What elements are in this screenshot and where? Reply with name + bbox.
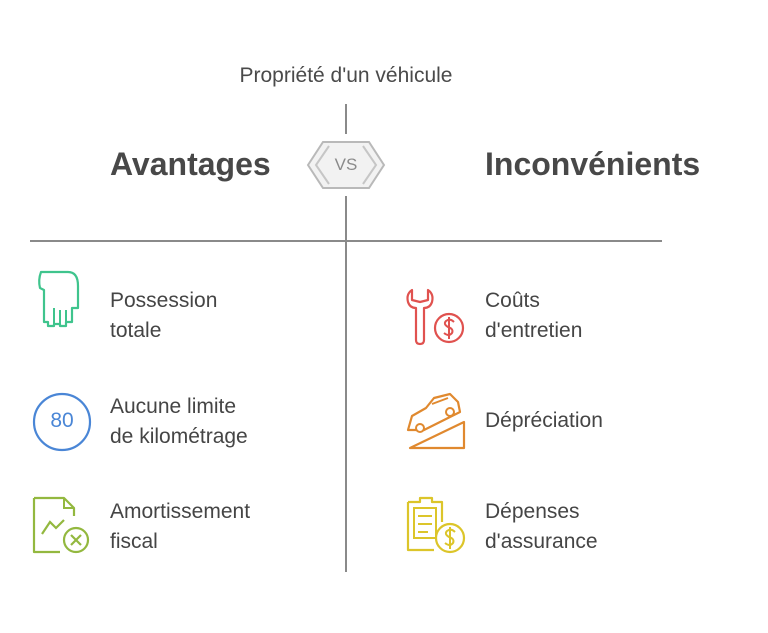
list-item-insurance: Dépenses d'assurance — [485, 497, 598, 557]
disadvantages-title: Inconvénients — [485, 146, 701, 182]
item-line: Dépenses — [485, 500, 580, 523]
list-item-possession: Possession totale — [110, 286, 217, 346]
speed-limit-value: 80 — [50, 409, 74, 432]
list-item-decline: Dépréciation — [485, 406, 603, 436]
list-item-depreciation-tax: Amortissement fiscal — [110, 497, 250, 557]
item-line: d'assurance — [485, 530, 598, 553]
item-line: de kilométrage — [110, 425, 248, 448]
list-item-maintenance: Coûts d'entretien — [485, 286, 582, 346]
vs-badge — [306, 141, 386, 189]
vs-label: VS — [334, 155, 358, 174]
wrench-dollar-icon — [406, 288, 465, 346]
list-item-mileage: Aucune limite de kilométrage — [110, 392, 248, 452]
tax-document-icon — [32, 496, 90, 554]
clipboard-dollar-icon — [406, 496, 466, 554]
speed-limit-icon — [32, 392, 92, 452]
item-line: Aucune limite — [110, 395, 237, 418]
item-line: Amortissement — [110, 500, 251, 523]
item-line: fiscal — [110, 530, 158, 553]
item-line: Coûts — [485, 289, 540, 312]
hand-icon — [38, 270, 80, 328]
item-line: d'entretien — [485, 319, 583, 342]
item-line: totale — [110, 319, 162, 342]
advantages-title: Avantages — [110, 146, 271, 182]
item-line: Dépréciation — [485, 409, 603, 432]
diagram-title: Propriété d'un véhicule — [239, 64, 453, 87]
item-line: Possession — [110, 289, 218, 312]
car-decline-icon — [406, 392, 466, 450]
